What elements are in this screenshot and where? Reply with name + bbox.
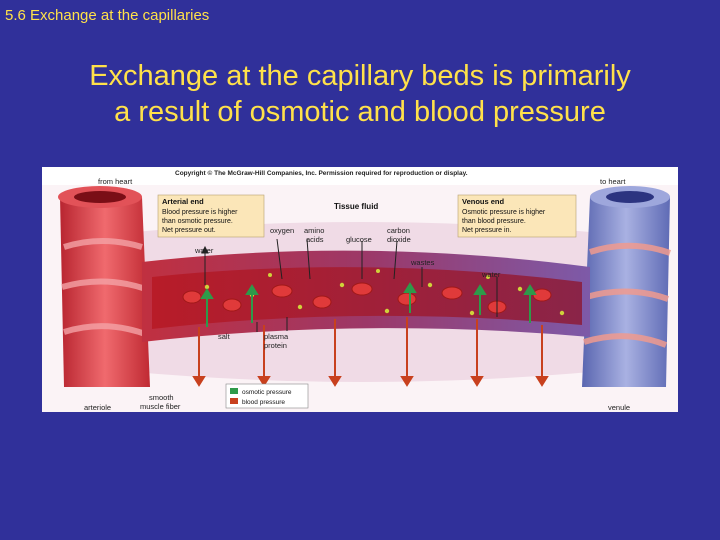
oxygen-label: oxygen: [270, 226, 294, 235]
arteriole-label: arteriole: [84, 403, 111, 412]
title-line-2: a result of osmotic and blood pressure: [114, 96, 606, 128]
arterial-end-line-2: than osmotic pressure.: [162, 218, 233, 225]
amino-acids-label-1: amino: [304, 226, 324, 235]
arterial-end-line-3: Net pressure out.: [162, 227, 216, 234]
venous-end-line-3: Net pressure in.: [462, 227, 511, 234]
plasma-protein-label-1: plasma: [264, 332, 289, 341]
salt-label: salt: [218, 332, 231, 341]
copyright-text: Copyright © The McGraw-Hill Companies, I…: [175, 169, 468, 177]
exchange-arrows: [201, 238, 498, 332]
wastes-label: wastes: [410, 258, 435, 267]
arterial-end-box: Arterial end Blood pressure is higher th…: [157, 194, 265, 238]
legend-blood-label: blood pressure: [242, 399, 285, 406]
legend-blood-swatch: [230, 398, 238, 404]
osmotic-pressure-arrows: [200, 282, 537, 327]
venule-vessel: [582, 186, 671, 387]
legend: osmotic pressure blood pressure: [225, 383, 309, 409]
plasma-protein-label-2: protein: [264, 341, 287, 350]
slide-header: 5.6 Exchange at the capillaries: [5, 7, 210, 24]
carbon-dioxide-label-2: dioxide: [387, 235, 411, 244]
arterial-end-heading: Arterial end: [162, 197, 204, 206]
venule-label: venule: [608, 403, 630, 412]
tissue-fluid-label: Tissue fluid: [334, 202, 378, 211]
capillary-exchange-figure: Copyright © The McGraw-Hill Companies, I…: [42, 167, 678, 412]
water-left-label: water: [194, 246, 214, 255]
arterial-end-line-1: Blood pressure is higher: [162, 209, 238, 216]
arteriole-vessel: [58, 186, 150, 387]
venous-end-line-2: than blood pressure.: [462, 218, 526, 225]
title-line-1: Exchange at the capillary beds is primar…: [89, 60, 631, 92]
venous-end-heading: Venous end: [462, 197, 505, 206]
blood-pressure-arrows: [192, 317, 549, 387]
smooth-muscle-label-2: muscle fiber: [140, 402, 181, 411]
red-blood-cells: [182, 282, 552, 314]
legend-osmotic-swatch: [230, 388, 238, 394]
from-heart-label: from heart: [98, 177, 133, 186]
legend-osmotic-label: osmotic pressure: [242, 389, 292, 396]
to-heart-label: to heart: [600, 177, 626, 186]
amino-acids-label-2: acids: [306, 235, 324, 244]
capillary-diagram: Copyright © The McGraw-Hill Companies, I…: [42, 169, 678, 412]
venous-end-line-1: Osmotic pressure is higher: [462, 209, 546, 216]
venous-end-box: Venous end Osmotic pressure is higher th…: [457, 194, 577, 238]
water-right-label: water: [481, 270, 501, 279]
slide-title: Exchange at the capillary beds is primar…: [20, 58, 700, 130]
glucose-label: glucose: [346, 235, 372, 244]
carbon-dioxide-label-1: carbon: [387, 226, 410, 235]
smooth-muscle-label-1: smooth: [149, 393, 174, 402]
